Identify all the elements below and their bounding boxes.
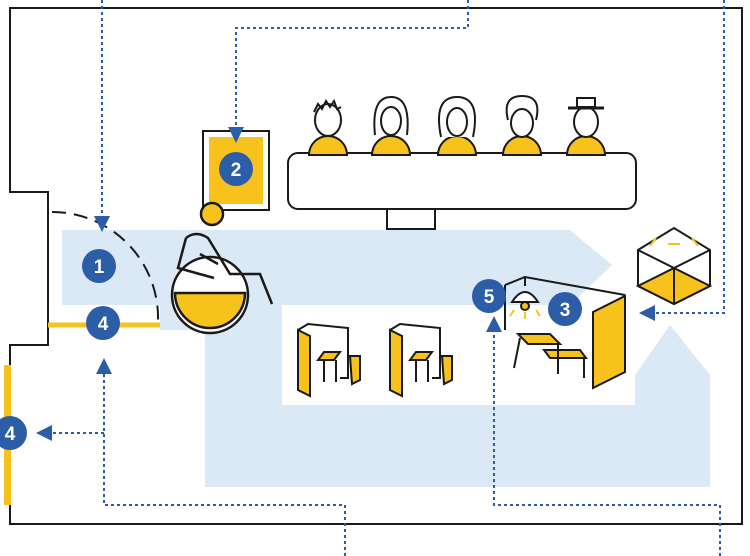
marker-4-door-label: 4 (98, 314, 109, 335)
panel-member (307, 98, 349, 156)
marker-3-label: 3 (560, 300, 571, 321)
room-outline (9, 7, 743, 525)
marker-4-side-label: 4 (5, 424, 16, 445)
marker-5-label: 5 (484, 287, 495, 308)
judging-panel-icon (287, 94, 637, 230)
private-booth-icon (389, 322, 453, 398)
marker-5[interactable]: 5 (472, 279, 506, 313)
sensory-box-icon (635, 226, 713, 306)
wheelchair-user-icon (170, 201, 274, 335)
panel-member (565, 97, 607, 156)
panel-member (501, 94, 543, 156)
marker-2-label: 2 (231, 160, 242, 181)
panel-member (436, 95, 478, 156)
marker-1-label: 1 (94, 257, 105, 278)
marker-1[interactable]: 1 (82, 249, 116, 283)
marker-4-door[interactable]: 4 (86, 306, 120, 340)
marker-2[interactable]: 2 (219, 152, 253, 186)
marker-3[interactable]: 3 (548, 292, 582, 326)
panel-member (370, 95, 412, 156)
marker-4-side[interactable]: 4 (0, 416, 27, 450)
lighting-icon (509, 276, 541, 319)
private-booth-icon (297, 322, 361, 398)
connector-lines (36, 0, 725, 556)
